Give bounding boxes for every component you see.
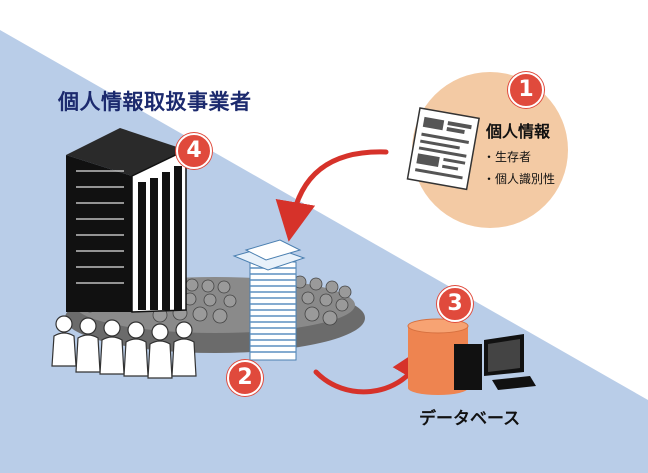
step-badge-1: 1 <box>508 72 544 108</box>
personal-info-item: 個人識別性 <box>483 168 555 190</box>
step-badge-4: 4 <box>176 133 212 169</box>
personal-info-heading: 個人情報 <box>486 122 551 141</box>
step-badge-3: 3 <box>437 286 473 322</box>
document-stack-icon <box>232 239 306 361</box>
personal-info-item: 生存者 <box>483 146 555 168</box>
arrow-info-to-documents <box>275 149 389 242</box>
personal-info-list: 生存者 個人識別性 <box>483 146 555 190</box>
paper-form-icon <box>406 107 480 191</box>
people-foreground-icon <box>51 315 197 379</box>
computer-monitor-icon <box>454 334 536 390</box>
office-building-icon <box>66 128 187 313</box>
page-title: 個人情報取扱事業者 <box>58 90 252 114</box>
step-badge-2: 2 <box>227 360 263 396</box>
database-label: データベース <box>419 409 521 429</box>
